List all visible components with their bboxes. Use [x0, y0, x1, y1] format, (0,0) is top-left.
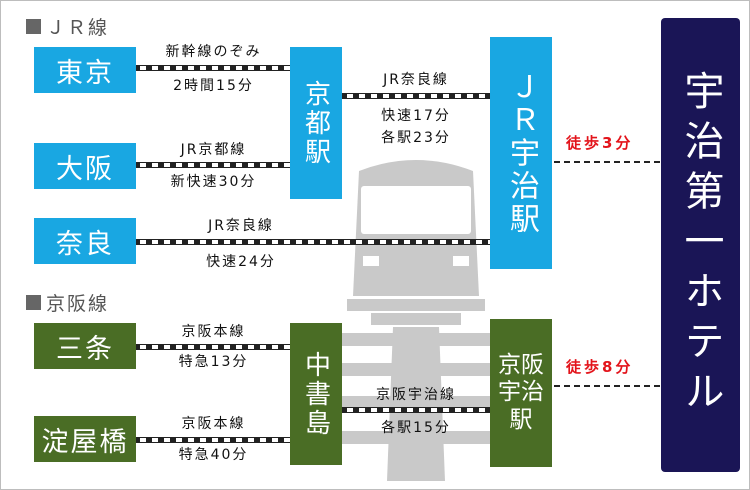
route-sanjo-chushojima-time: 特急13分: [178, 354, 249, 370]
station-kyoto[interactable]: 京都駅: [290, 47, 342, 199]
route-osaka-kyoto-line: JR京都線: [180, 142, 247, 158]
station-tokyo[interactable]: 東京: [34, 47, 136, 93]
walk-jr: 徒歩3分: [566, 134, 634, 152]
station-nara[interactable]: 奈良: [34, 218, 136, 264]
route-nara-uji-line: JR奈良線: [208, 218, 274, 234]
walk-jr-connector: [554, 161, 660, 163]
route-kyoto-uji-line: JR奈良線: [383, 72, 449, 88]
route-tokyo-kyoto-time: 2時間15分: [173, 78, 254, 94]
route-chushojima-uji-time: 各駅15分: [381, 420, 451, 436]
station-chushojima[interactable]: 中書島: [290, 323, 342, 465]
route-kyoto-uji-time1: 快速17分: [381, 108, 451, 124]
route-chushojima-uji-line: 京阪宇治線: [376, 387, 456, 403]
rail-kyoto-uji: [341, 93, 491, 99]
rail-tokyo-kyoto: [134, 65, 292, 71]
station-jr-uji[interactable]: ＪＲ宇治駅: [490, 37, 552, 269]
route-nara-uji-time: 快速24分: [206, 254, 276, 270]
rail-yodoyabashi-chushojima: [134, 437, 292, 443]
route-tokyo-kyoto-line: 新幹線のぞみ: [165, 44, 262, 60]
route-kyoto-uji-time2: 各駅23分: [381, 130, 451, 146]
hotel[interactable]: 宇治第一ホテル: [661, 18, 740, 472]
station-yodoyabashi[interactable]: 淀屋橋: [34, 416, 136, 462]
walk-keihan: 徒歩8分: [566, 358, 634, 376]
route-sanjo-chushojima-line: 京阪本線: [181, 324, 246, 340]
route-yodoyabashi-chushojima-time: 特急40分: [178, 447, 249, 463]
station-keihan-uji[interactable]: 京阪宇治駅: [490, 319, 552, 467]
train-icon: [341, 160, 491, 481]
route-yodoyabashi-chushojima-line: 京阪本線: [181, 416, 246, 432]
section-jr: ＪＲ線: [26, 13, 109, 40]
station-sanjo[interactable]: 三条: [34, 323, 136, 369]
section-keihan: 京阪線: [26, 289, 109, 316]
rail-nara-uji: [134, 239, 491, 245]
rail-chushojima-uji: [341, 407, 491, 413]
route-osaka-kyoto-time: 新快速30分: [170, 174, 257, 190]
station-osaka[interactable]: 大阪: [34, 143, 136, 189]
rail-sanjo-chushojima: [134, 344, 292, 350]
walk-keihan-connector: [554, 385, 660, 387]
rail-osaka-kyoto: [134, 162, 292, 168]
